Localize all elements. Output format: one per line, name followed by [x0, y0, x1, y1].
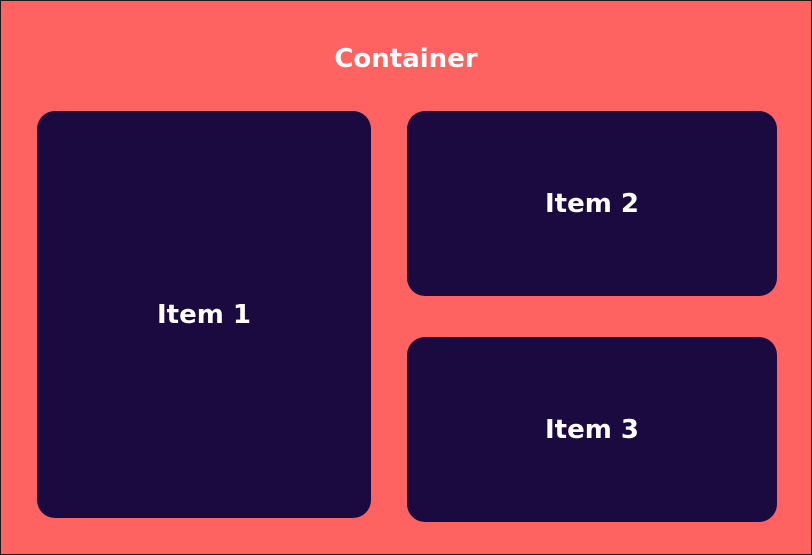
container-title: Container [334, 44, 478, 74]
grid-item-3-label: Item 3 [545, 414, 639, 445]
grid-item-2: Item 2 [407, 111, 777, 296]
grid-item-1-label: Item 1 [157, 299, 251, 330]
grid-item-3: Item 3 [407, 337, 777, 522]
grid-item-1: Item 1 [37, 111, 371, 518]
grid-item-2-label: Item 2 [545, 188, 639, 219]
